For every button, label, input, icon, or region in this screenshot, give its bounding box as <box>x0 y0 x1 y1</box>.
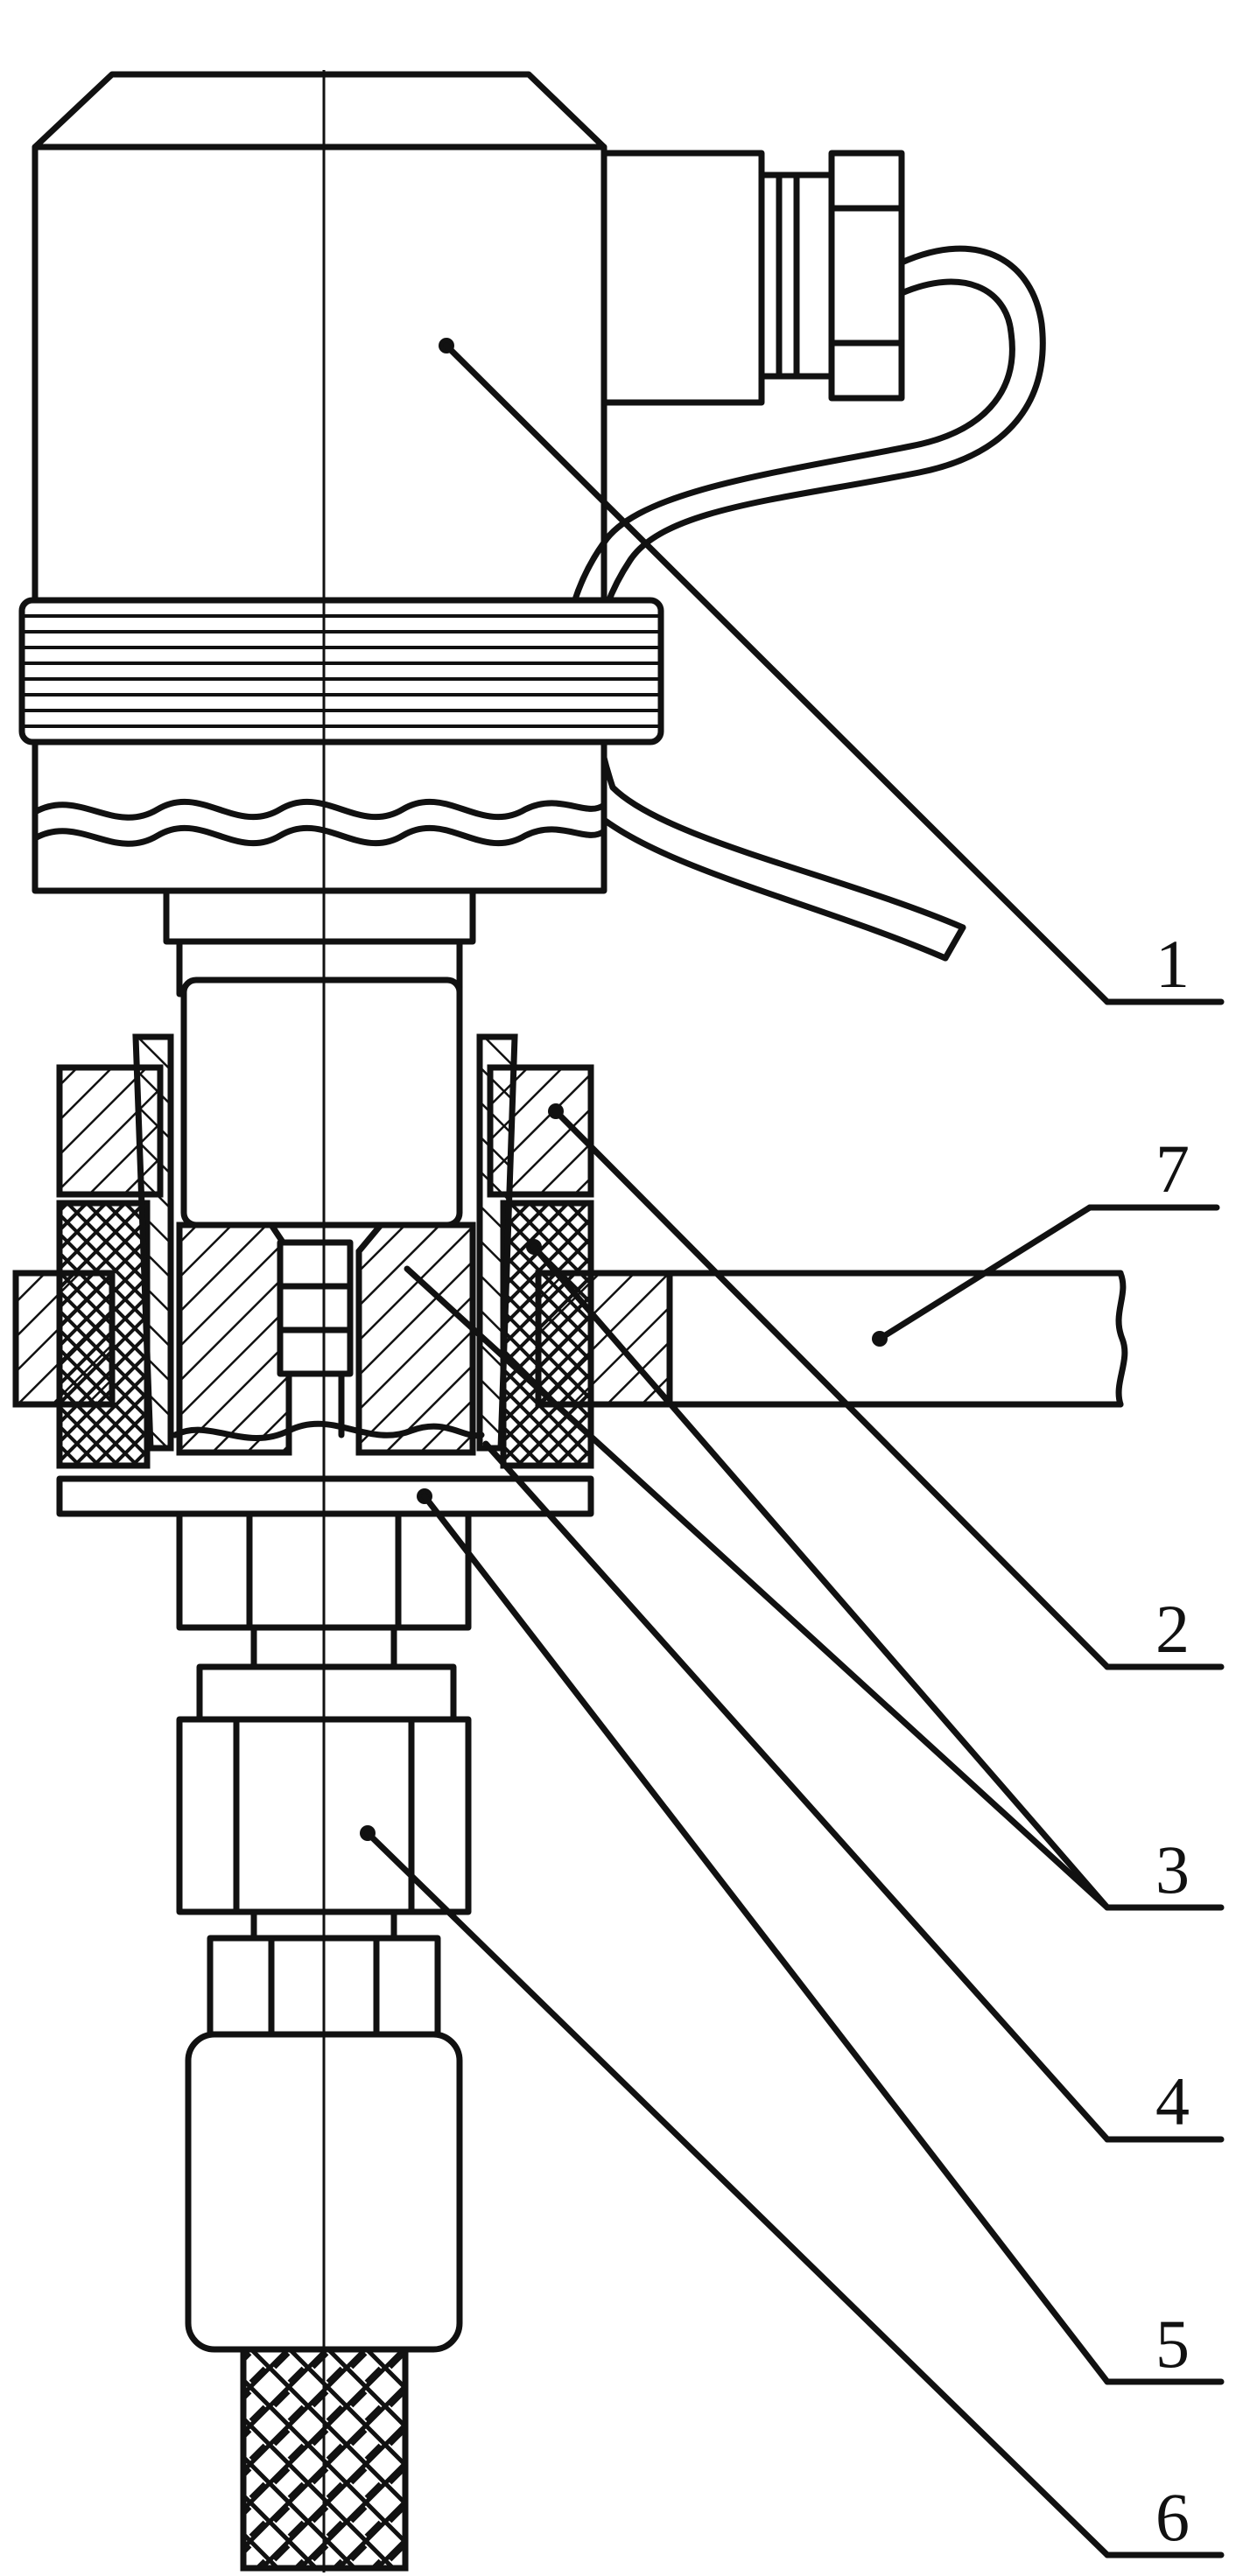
sensor-housing <box>32 71 905 604</box>
callout-5: 5 <box>1155 2306 1190 2382</box>
callout-3: 3 <box>1155 1831 1190 1908</box>
callout-6: 6 <box>1155 2479 1190 2555</box>
cable <box>559 245 1046 962</box>
callout-2: 2 <box>1155 1591 1190 1667</box>
mounting-section <box>56 976 594 1469</box>
threaded-band <box>18 597 664 746</box>
lower-housing <box>32 738 607 998</box>
callout-7: 7 <box>1155 1130 1190 1207</box>
mounting-plate <box>12 1270 1128 1408</box>
callout-4: 4 <box>1155 2063 1190 2139</box>
callout-1: 1 <box>1155 926 1190 1002</box>
leader-lines <box>360 338 1225 2558</box>
callout-labels: 1 7 2 3 4 5 6 <box>1155 926 1190 2555</box>
